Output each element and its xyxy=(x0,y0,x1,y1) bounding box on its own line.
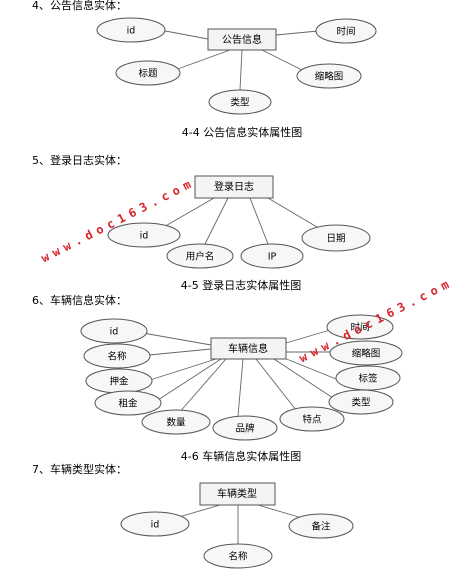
attribute-ellipse xyxy=(326,314,394,340)
attribute-ellipse xyxy=(96,17,166,43)
attribute-label: 用户名 xyxy=(186,251,215,263)
attribute-ellipse xyxy=(141,409,211,435)
attribute-ellipse xyxy=(240,243,304,269)
attribute-ellipse xyxy=(203,543,273,569)
attribute-ellipse xyxy=(212,415,278,441)
attribute-label: 品牌 xyxy=(235,423,255,435)
attribute-label: id xyxy=(140,231,149,242)
entity-name: 登录日志 xyxy=(214,180,254,193)
section-6-heading: 6、车辆信息实体： xyxy=(32,294,127,307)
attribute-ellipse xyxy=(83,343,151,369)
attribute-ellipse xyxy=(301,224,371,252)
entity-box xyxy=(207,28,277,51)
figure-4-6-caption: 4-6 车辆信息实体属性图 xyxy=(180,450,302,463)
attribute-label: 押金 xyxy=(109,376,129,388)
attribute-label: 备注 xyxy=(311,521,331,533)
attribute-label: 特点 xyxy=(302,414,322,426)
er-diagram-login-log: 登录日志 id 用户名 IP 日期 xyxy=(107,175,371,269)
attribute-label: 租金 xyxy=(118,398,138,410)
entity-box xyxy=(199,482,276,506)
figure-4-5-caption: 4-5 登录日志实体属性图 xyxy=(180,279,302,292)
attribute-ellipse xyxy=(94,390,162,416)
attribute-label: 名称 xyxy=(107,351,127,363)
attribute-ellipse xyxy=(115,60,181,86)
attribute-label: 标题 xyxy=(138,68,158,80)
attribute-ellipse xyxy=(208,89,272,115)
attribute-ellipse xyxy=(166,243,234,269)
attribute-label: IP xyxy=(268,252,277,263)
attribute-ellipse xyxy=(107,222,181,248)
attribute-ellipse xyxy=(80,318,148,344)
er-diagram-vehicle-info: 车辆信息 id 名称 押金 租金 数量 品牌 特点 类型 标签 缩略图 时间 xyxy=(80,314,403,441)
attribute-label: id xyxy=(151,520,160,531)
attribute-label: 类型 xyxy=(351,397,371,409)
entity-name: 公告信息 xyxy=(222,33,262,46)
attribute-ellipse xyxy=(279,406,345,432)
attribute-label: 日期 xyxy=(326,234,345,245)
figure-4-4-caption: 4-4 公告信息实体属性图 xyxy=(181,126,303,139)
attribute-label: id xyxy=(127,26,136,37)
attribute-label: 类型 xyxy=(230,97,250,109)
entity-name: 车辆类型 xyxy=(217,487,257,500)
attribute-label: id xyxy=(110,327,119,338)
entity-name: 车辆信息 xyxy=(228,342,268,355)
attribute-label: 名称 xyxy=(228,551,248,563)
attribute-ellipse xyxy=(288,513,354,539)
section-5-heading: 5、登录日志实体： xyxy=(32,154,127,167)
attribute-ellipse xyxy=(315,18,377,44)
section-7-heading: 7、车辆类型实体： xyxy=(32,463,127,476)
attribute-ellipse xyxy=(296,63,362,89)
attribute-ellipse xyxy=(120,511,190,537)
attribute-label: 标签 xyxy=(358,373,378,385)
attribute-label: 数量 xyxy=(166,417,186,429)
section-4-heading: 4、公告信息实体： xyxy=(32,0,127,12)
entity-box xyxy=(194,175,274,199)
attribute-label: 缩略图 xyxy=(315,71,344,83)
er-diagram-announcement: 公告信息 id 时间 标题 缩略图 类型 xyxy=(96,17,377,115)
er-diagram-vehicle-type: 车辆类型 id 名称 备注 xyxy=(120,482,354,569)
attribute-ellipse xyxy=(335,365,401,391)
attribute-label: 缩略图 xyxy=(352,348,381,360)
attribute-label: 时间 xyxy=(336,26,355,38)
attribute-ellipse xyxy=(329,340,403,366)
attribute-label: 时间 xyxy=(350,322,369,334)
entity-box xyxy=(210,337,287,360)
